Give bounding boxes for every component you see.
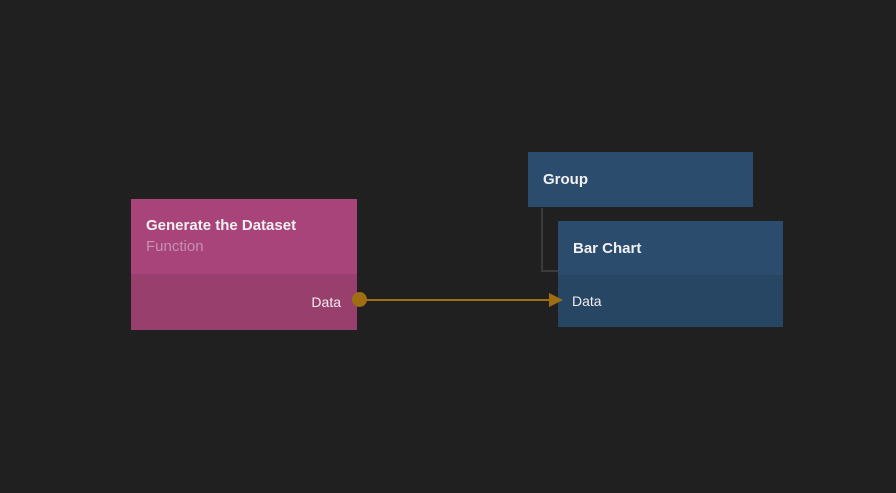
node-bar-chart-body: Data [558,275,783,327]
connection-wire[interactable] [359,299,551,301]
group-child-connector-horizontal [541,270,558,272]
node-generate-dataset[interactable]: Generate the Dataset Function Data [131,199,357,330]
node-title: Group [543,171,588,188]
node-generate-dataset-header[interactable]: Generate the Dataset Function [131,199,357,274]
connection-arrowhead-icon [549,293,563,307]
node-title: Bar Chart [573,239,642,257]
output-port-dot[interactable] [352,292,367,307]
node-title: Generate the Dataset [146,217,297,234]
node-bar-chart-header[interactable]: Bar Chart [558,221,783,275]
input-port-label-data: Data [572,293,602,309]
output-port-label-data: Data [311,294,341,310]
node-group[interactable]: Group [528,152,753,207]
node-bar-chart[interactable]: Bar Chart Data [558,221,783,327]
node-subtitle: Function [146,238,204,255]
group-child-connector-vertical [541,208,543,272]
node-generate-dataset-body: Data [131,274,357,330]
